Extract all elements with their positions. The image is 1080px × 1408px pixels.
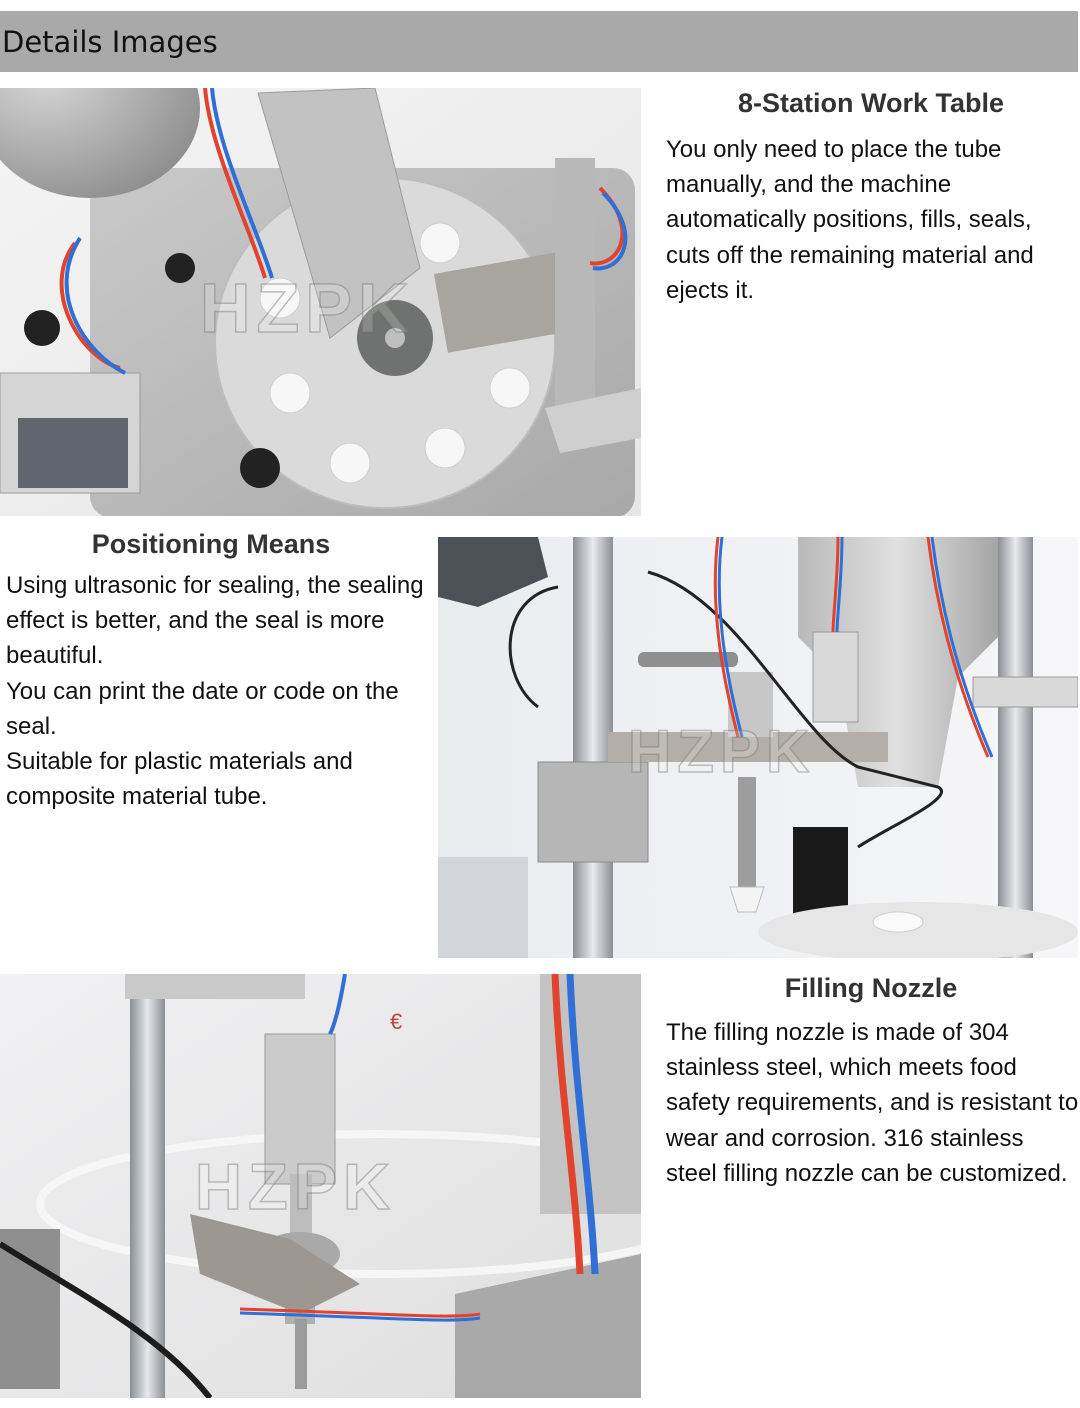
filling-nozzle-heading: Filling Nozzle: [784, 973, 958, 1003]
work-table-photo: HZPK: [0, 88, 641, 516]
filling-nozzle-section: Filling Nozzle The filling nozzle is mad…: [666, 973, 1080, 1191]
work-table-section: 8-Station Work Table You only need to pl…: [666, 88, 1080, 308]
section-header-bar: Details Images: [0, 11, 1078, 72]
filling-nozzle-description: The filling nozzle is made of 304 stainl…: [666, 1019, 1079, 1187]
svg-text:€: €: [390, 1009, 402, 1034]
positioning-photo: HZPK: [438, 537, 1078, 958]
page-title: Details Images: [2, 25, 218, 59]
positioning-paragraph-3: Suitable for plastic materials and compo…: [6, 748, 353, 811]
positioning-paragraph-1: Using ultrasonic for sealing, the sealin…: [6, 572, 424, 670]
positioning-section: Positioning Means Using ultrasonic for s…: [6, 529, 426, 814]
positioning-paragraph-2: You can print the date or code on the se…: [6, 677, 399, 740]
work-table-heading: 8-Station Work Table: [737, 88, 1005, 118]
work-table-description: You only need to place the tube manually…: [666, 136, 1034, 304]
positioning-heading: Positioning Means: [91, 529, 331, 559]
filling-nozzle-photo: € HZPK: [0, 974, 641, 1398]
